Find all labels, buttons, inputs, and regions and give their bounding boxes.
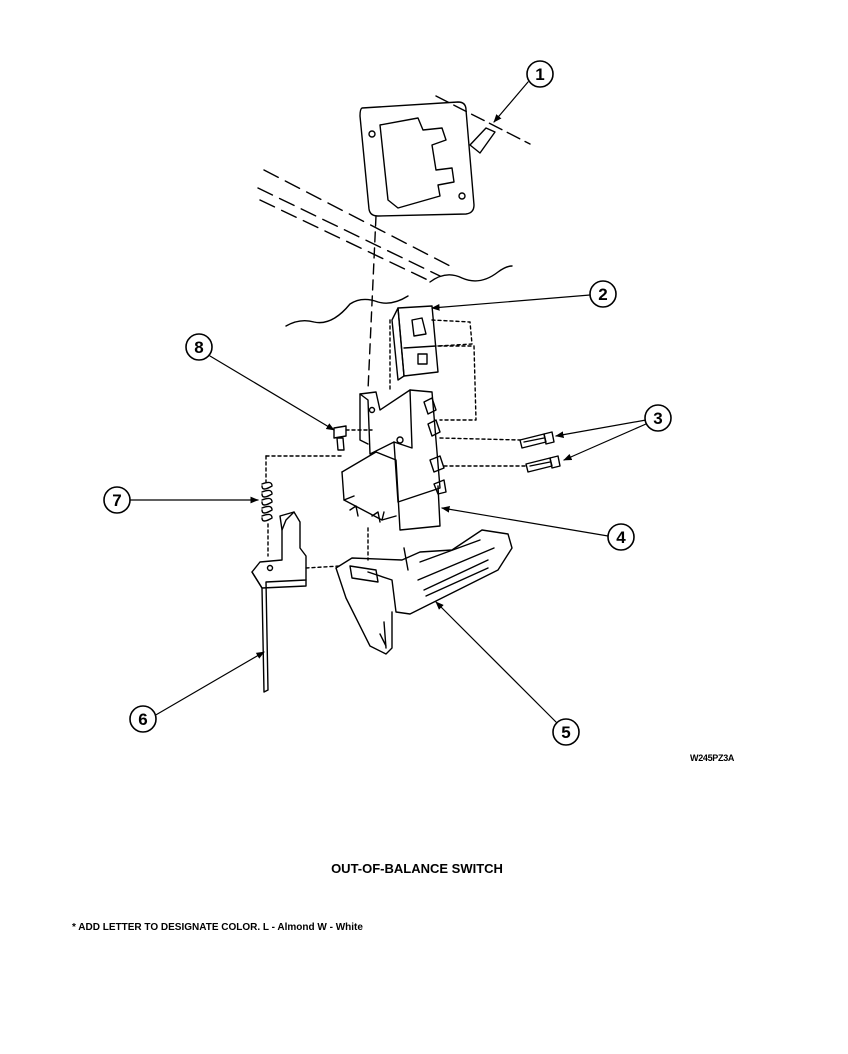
- leader-lines: [129, 81, 647, 723]
- svg-text:3: 3: [653, 409, 662, 428]
- part-5-lid-bracket: [335, 527, 513, 655]
- callout-3: 3: [644, 404, 672, 432]
- part-4-bracket: [341, 389, 447, 531]
- callout-8: 8: [185, 333, 213, 361]
- callout-7: 7: [103, 486, 131, 514]
- callout-5: 5: [552, 718, 580, 746]
- part-1-cover-plate: [359, 95, 531, 217]
- part-7-spring: [261, 455, 343, 557]
- callout-2: 2: [589, 280, 617, 308]
- part-3-screws: [439, 431, 561, 473]
- cabinet-outline: [257, 169, 513, 327]
- svg-text:1: 1: [535, 65, 544, 84]
- svg-text:6: 6: [138, 710, 147, 729]
- part-2-switch: [391, 305, 477, 421]
- svg-text:2: 2: [598, 285, 607, 304]
- callout-4: 4: [607, 523, 635, 551]
- drawing-code: W245PZ3A: [690, 753, 735, 763]
- svg-text:8: 8: [194, 338, 203, 357]
- color-footnote: * ADD LETTER TO DESIGNATE COLOR. L - Alm…: [72, 922, 363, 933]
- svg-text:5: 5: [561, 723, 570, 742]
- callout-1: 1: [526, 60, 554, 88]
- diagram-title: OUT-OF-BALANCE SWITCH: [0, 861, 848, 876]
- part-6-actuator-lever: [251, 511, 341, 693]
- diagram-title-text: OUT-OF-BALANCE SWITCH: [331, 861, 503, 876]
- callout-6: 6: [129, 705, 157, 733]
- svg-text:7: 7: [112, 491, 121, 510]
- alignment-lines: [367, 215, 391, 393]
- svg-text:4: 4: [616, 528, 626, 547]
- part-8-screw: [333, 425, 373, 451]
